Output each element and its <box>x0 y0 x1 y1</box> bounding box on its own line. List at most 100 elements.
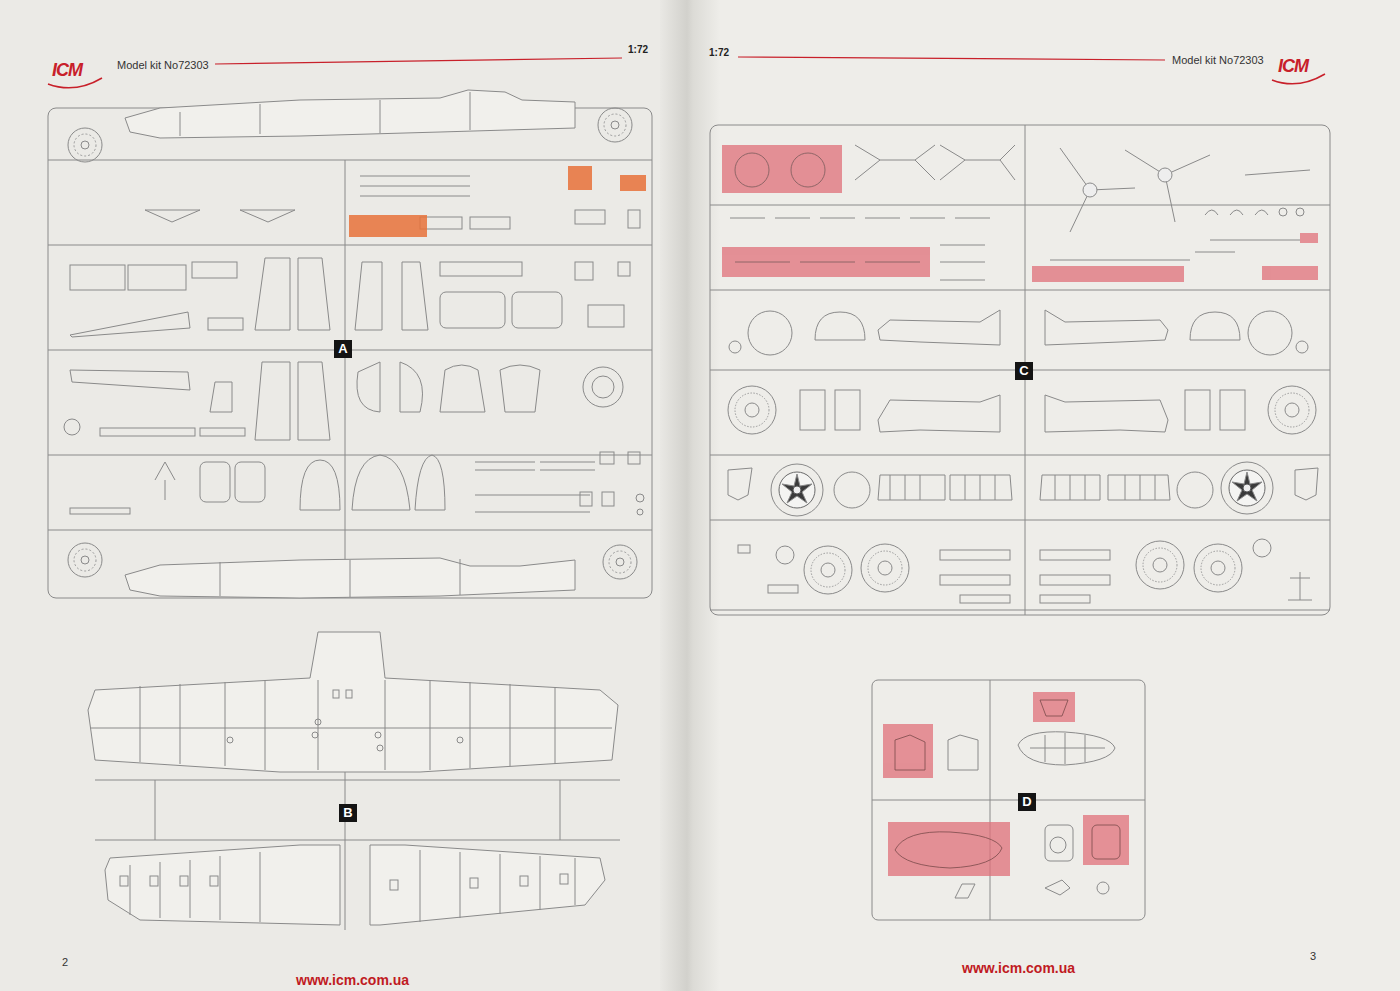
sprue-c-line <box>940 550 1010 560</box>
sprue-d-line <box>1097 882 1109 894</box>
sprue-a-line <box>588 305 624 327</box>
header-rule-line <box>215 58 622 64</box>
sprue-a-line <box>360 176 470 196</box>
sprue-a-line <box>618 262 630 276</box>
sprue-a-line <box>628 210 640 228</box>
sprue-c-line <box>1040 575 1110 585</box>
paper-line <box>0 0 680 991</box>
sprue-a-line <box>48 108 652 598</box>
highlight-line <box>883 724 933 778</box>
sprue-letter: C <box>1019 362 1028 380</box>
kit-number: Model kit No72303 <box>1172 54 1264 66</box>
sprue-a-line <box>300 460 340 510</box>
sprue-c-line <box>1220 390 1245 430</box>
sprue-c-line <box>1040 550 1110 560</box>
sprue-a-line <box>475 495 590 512</box>
highlighted-part-line <box>791 153 825 187</box>
sprue-a-line <box>128 265 186 290</box>
sprue-a-line <box>637 509 643 515</box>
sprue-letter: B <box>343 804 352 822</box>
sprue-b-line <box>315 719 321 725</box>
sprue-a-line <box>628 452 640 464</box>
paper-line <box>660 0 720 991</box>
sprue-a-line <box>602 492 614 506</box>
sprue-c-line <box>776 546 794 564</box>
sprue-a-line <box>575 262 593 280</box>
label-text: 3 <box>1310 950 1316 962</box>
sprue-a-line <box>255 258 330 330</box>
sprue-b-line <box>333 690 339 698</box>
sprue-c-line <box>710 125 1330 615</box>
label-text: www.icm.com.ua <box>962 960 1075 976</box>
sprue-b-line <box>180 876 188 886</box>
sprue-letter: D <box>1022 793 1031 811</box>
sprue-b-line <box>390 880 398 890</box>
sprue-d-line <box>872 680 1145 920</box>
sprue-c-line <box>1055 475 1155 500</box>
label-text: 1:72 <box>709 47 729 58</box>
sprue-c-line <box>1205 210 1268 215</box>
sprue-a-line <box>580 492 592 506</box>
highlighted-part-line <box>735 153 769 187</box>
highlighted-part-line <box>1040 700 1068 716</box>
sprue-c-line <box>730 218 990 219</box>
sprue-a-line <box>68 128 102 162</box>
sprue-a-line <box>68 543 102 577</box>
sprue-c-line <box>878 475 1012 500</box>
sprue-c-line <box>768 585 798 593</box>
sprue-c <box>710 125 1330 615</box>
sprue-a-line <box>255 362 330 440</box>
sprue-a-line <box>208 318 243 330</box>
sprue-c-line <box>960 595 1010 603</box>
sprue-b-line <box>312 732 318 738</box>
sprue-c-line <box>1268 386 1316 434</box>
highlight-line <box>620 175 646 191</box>
scale-mark: 1:72 <box>628 44 648 55</box>
highlight-line <box>1083 815 1129 865</box>
sprue-b-line <box>370 845 605 925</box>
sprue-c-line <box>710 125 1330 615</box>
sprue-a-line <box>125 90 575 138</box>
sprue-a-line <box>235 462 265 502</box>
sprue-a-line <box>180 92 470 136</box>
sprue-b-line <box>375 732 381 738</box>
highlight <box>349 166 646 237</box>
sprue-a-line <box>592 376 614 398</box>
highlight-line <box>1300 233 1318 243</box>
label-text: Model kit No72303 <box>117 59 209 71</box>
sprue-c-line <box>1045 395 1168 432</box>
sprue-b-line <box>150 876 158 886</box>
highlighted-part-line <box>895 832 1002 868</box>
sprue-c-line <box>861 544 909 592</box>
sprue-a-line <box>575 210 605 224</box>
kit-number: Model kit No72303 <box>117 59 209 71</box>
sprue-c-line <box>834 472 870 508</box>
sprue-c-line <box>1083 183 1097 197</box>
sprue-a <box>48 90 652 598</box>
sprue-a-line <box>200 428 245 436</box>
sprue-a-line <box>210 382 232 412</box>
sprue-a-line <box>48 160 652 598</box>
sprue-a-line <box>583 367 623 407</box>
sprue-a-line <box>220 559 460 597</box>
sprue-c-line <box>800 390 825 430</box>
sprue-c-line <box>1221 462 1273 514</box>
highlight-line <box>1032 266 1184 282</box>
sprue-c-line <box>738 545 750 553</box>
sprue-b-line <box>88 632 618 772</box>
sprue-c-line <box>1136 541 1184 589</box>
sprue-b-line <box>470 878 478 888</box>
highlight <box>722 145 1318 282</box>
sprue-b-line <box>120 876 128 886</box>
highlight-line <box>568 166 592 190</box>
sprue-b-line <box>105 845 340 925</box>
paper-line <box>700 0 1400 991</box>
page-number: 3 <box>1310 950 1316 962</box>
sprue-c-line <box>1248 311 1292 355</box>
sprue-b-line <box>130 850 575 922</box>
brand-logo: ICM <box>52 60 82 81</box>
sprue-c-line <box>771 464 823 516</box>
label-text: 2 <box>62 956 68 968</box>
sprue-d-line <box>1030 733 1105 764</box>
sprue-b-line <box>90 680 612 770</box>
